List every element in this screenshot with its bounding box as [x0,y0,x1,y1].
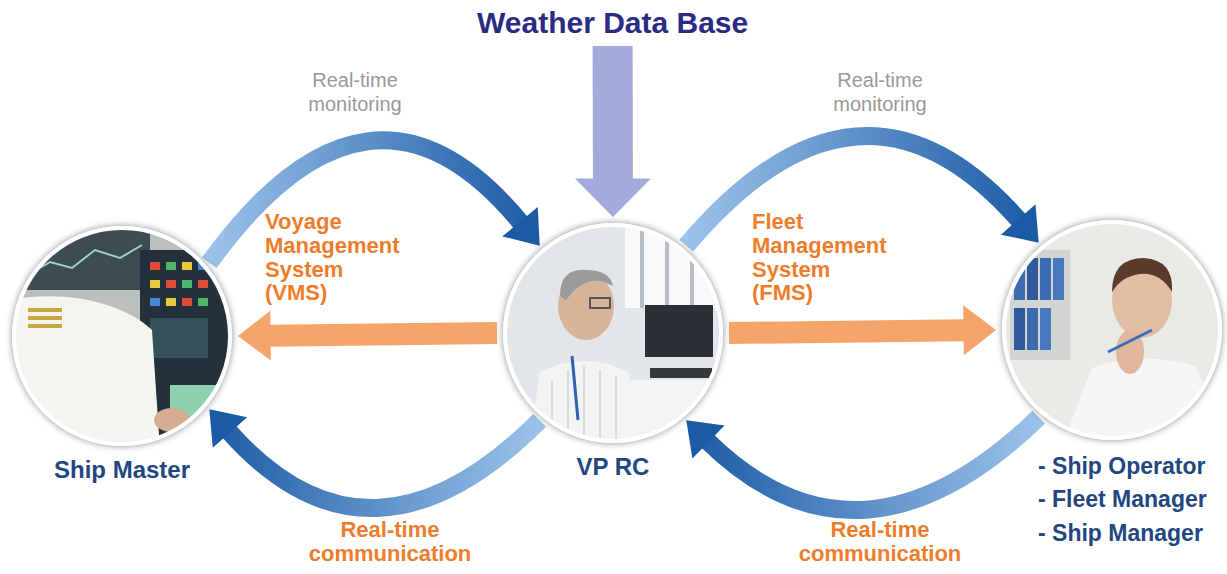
edge-label: Fleet Management System (FMS) [752,210,892,305]
data-feed-arrow [575,46,651,217]
system-arrow [238,311,497,361]
operator-photo [503,223,730,450]
edge-label: Voyage Management System (VMS) [265,210,405,305]
edge-label: Real-time communication [295,518,485,566]
arrow-head [686,420,724,458]
arrow-shaft [593,46,633,179]
system-arrow [729,305,996,355]
node-label-group: Ship Master [12,456,232,484]
arrow-head [963,305,996,355]
edge-label: Real-time monitoring [805,68,955,116]
communication-arc [686,417,1038,510]
arrow-head [502,207,539,246]
arrow-shaft [270,322,497,347]
arrow-head [209,409,247,447]
node-label-group: VP RC [503,453,723,481]
arrow-head [575,178,651,217]
node-title: - Ship Operator [1038,450,1205,483]
arrow-shaft [729,319,964,344]
manager-photo [1002,220,1226,445]
arrow-head [238,311,271,361]
photo-frame [1002,220,1222,440]
monitoring-arc [686,136,1038,246]
vp-rc-node: VP RC [503,223,723,481]
arc-band [708,417,1039,510]
photo-frame [12,226,232,446]
edge-label: Real-time communication [785,518,975,566]
node-title: Ship Master [12,456,232,484]
node-label-group: - Ship Operator- Fleet Manager- Ship Man… [1038,450,1222,550]
ship-operator-node: - Ship Operator- Fleet Manager- Ship Man… [1002,220,1222,550]
ship-master-node: Ship Master [12,226,232,484]
photo-frame [503,223,723,443]
node-label-group: Weather Data Base [477,6,748,40]
edge-label: Real-time monitoring [280,68,430,116]
node-line: - Fleet Manager [1038,483,1207,516]
node-line: - Ship Manager [1038,517,1203,550]
node-title: Weather Data Base [477,6,748,40]
node-title: VP RC [503,453,723,481]
communication-arc [209,409,539,508]
arc-band [229,420,539,508]
data-source-title: Weather Data Base [477,6,748,40]
arrow-head [1001,204,1039,242]
arc-band [686,136,1019,246]
